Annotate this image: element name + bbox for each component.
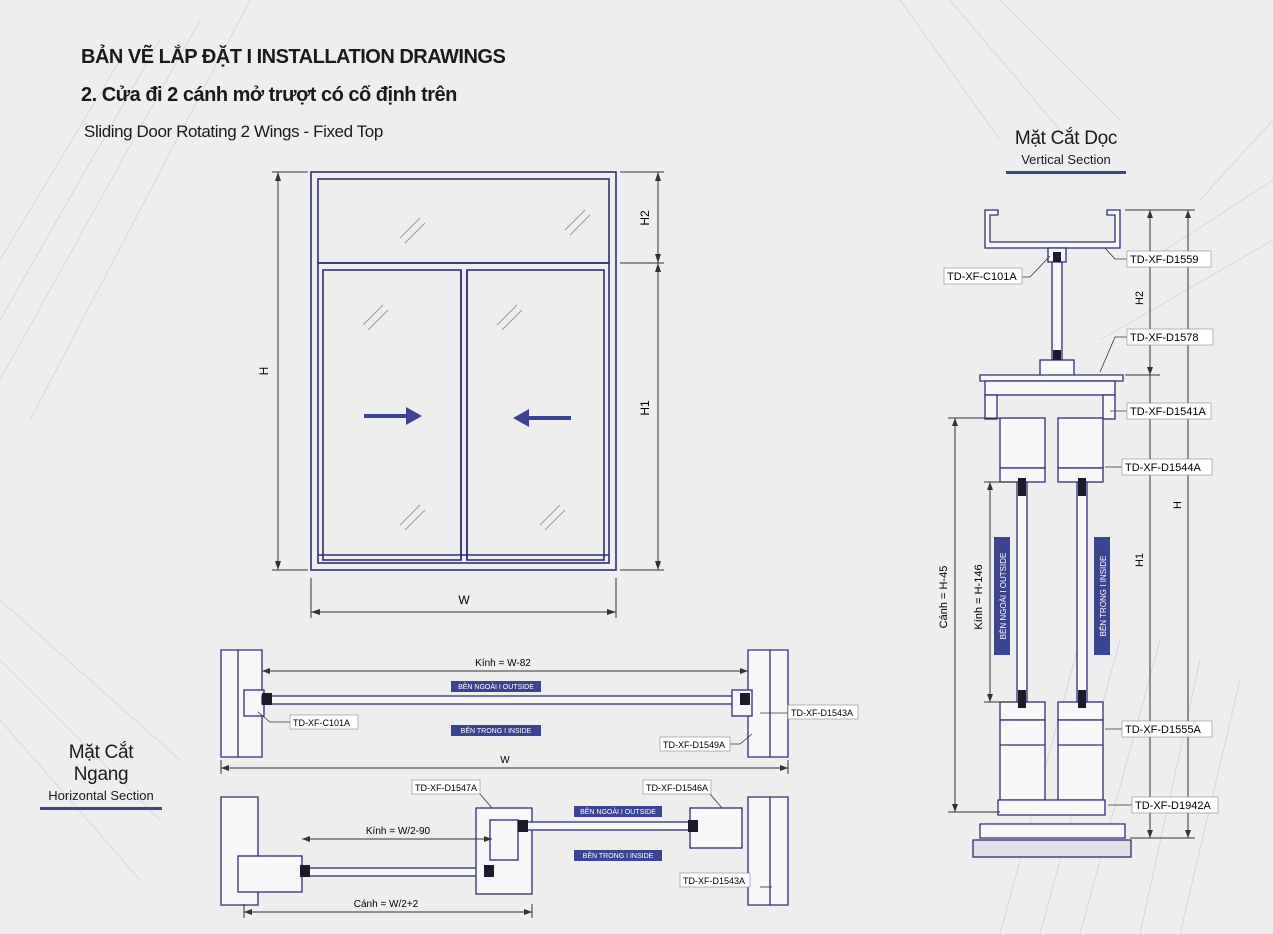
vertical-section-underline — [1006, 171, 1126, 174]
vertical-outside-badge-label: BÊN NGOÀI I OUTSIDE — [999, 553, 1008, 640]
vertical-part-d1541a: TD-XF-D1541A — [1130, 406, 1206, 418]
horiz-bottom-outside-label: BÊN NGOÀI I OUTSIDE — [580, 807, 656, 816]
vertical-part-d1942a: TD-XF-D1942A — [1135, 800, 1211, 812]
vertical-dim-canh: Cánh = H-45 — [938, 566, 950, 629]
horizontal-section-underline — [40, 807, 162, 810]
vertical-section-title-en: Vertical Section — [1021, 152, 1111, 167]
vertical-part-d1544a: TD-XF-D1544A — [1125, 462, 1201, 474]
horiz-top-dim-w: W — [500, 755, 510, 766]
dim-label-h1: H1 — [638, 400, 652, 416]
dim-label-w: W — [458, 593, 470, 607]
dim-label-h: H — [257, 367, 271, 376]
slide-arrow-right-icon — [364, 407, 422, 425]
vertical-part-d1578: TD-XF-D1578 — [1130, 332, 1198, 344]
horiz-top-inside-badge — [451, 725, 541, 736]
vertical-part-d1559: TD-XF-D1559 — [1130, 254, 1198, 266]
horiz-bottom-dim-canh: Cánh = W/2+2 — [354, 899, 419, 910]
vertical-section-title-vn: Mặt Cắt Dọc — [1014, 128, 1118, 149]
horiz-top-part-d1543a: TD-XF-D1543A — [791, 708, 853, 718]
vertical-inside-badge — [1094, 537, 1110, 655]
page-title: BẢN VẼ LẮP ĐẶT I INSTALLATION DRAWINGS — [81, 46, 506, 68]
horiz-bottom-inside-label: BÊN TRONG I INSIDE — [583, 851, 654, 860]
dim-label-h2: H2 — [638, 210, 652, 226]
horiz-top-part-d1549a: TD-XF-D1549A — [663, 740, 725, 750]
vertical-dim-kinh: Kính = H-146 — [973, 564, 985, 629]
page-subtitle-vn: 2. Cửa đi 2 cánh mở trượt có cố định trê… — [81, 84, 457, 106]
horiz-bottom-part-d1546a: TD-XF-D1546A — [646, 783, 708, 793]
horiz-bottom-part-d1543a: TD-XF-D1543A — [683, 876, 745, 886]
page-subtitle-en: Sliding Door Rotating 2 Wings - Fixed To… — [84, 122, 383, 141]
slide-arrow-left-icon — [513, 409, 571, 427]
vertical-inside-badge-label: BÊN TRONG I INSIDE — [1099, 556, 1108, 637]
horiz-top-part-c101a: TD-XF-C101A — [293, 718, 350, 728]
vertical-dim-h1: H1 — [1134, 553, 1146, 567]
horizontal-section-heading: Mặt Cắt Ngang Horizontal Section — [40, 742, 162, 810]
horiz-bottom-outside-badge — [574, 806, 662, 817]
horiz-top-outside-badge — [451, 681, 541, 692]
horizontal-section-title-en: Horizontal Section — [48, 788, 154, 803]
vertical-part-c101a: TD-XF-C101A — [947, 271, 1017, 283]
horizontal-section-title-vn: Mặt Cắt Ngang — [68, 742, 134, 785]
horiz-bottom-part-d1547a: TD-XF-D1547A — [415, 783, 477, 793]
horiz-bottom-dim-kinh: Kính = W/2-90 — [366, 826, 431, 837]
horiz-bottom-inside-badge — [574, 850, 662, 861]
vertical-dim-h: H — [1172, 501, 1184, 509]
vertical-section-heading: Mặt Cắt Dọc Vertical Section — [1006, 128, 1126, 174]
vertical-dim-h2: H2 — [1134, 291, 1146, 305]
horiz-top-dim-kinh: Kính = W-82 — [475, 658, 531, 669]
vertical-part-d1555a: TD-XF-D1555A — [1125, 724, 1201, 736]
horiz-top-inside-label: BÊN TRONG I INSIDE — [461, 726, 532, 735]
vertical-outside-badge — [994, 537, 1010, 655]
horiz-top-outside-label: BÊN NGOÀI I OUTSIDE — [458, 682, 534, 691]
